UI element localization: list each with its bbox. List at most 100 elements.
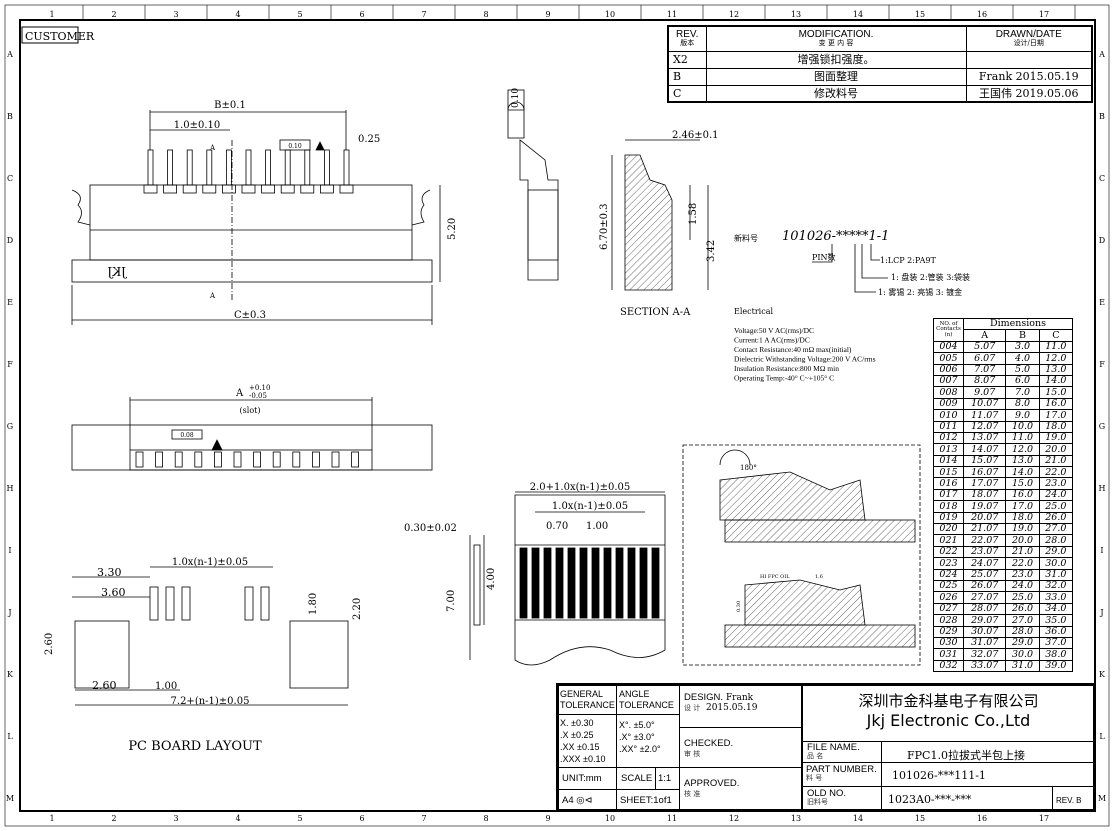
contacts-cell: 028 [933, 614, 964, 627]
dim-b-cell: 24.0 [1005, 579, 1040, 593]
fpc-finger [579, 547, 588, 619]
dim-c-cell: 13.0 [1038, 363, 1074, 376]
contacts-cell: 023 [933, 557, 964, 570]
grid-col-label: 8 [483, 814, 488, 823]
part-number-value: 101026-***111-1 [881, 762, 1095, 787]
contacts-cell: 029 [933, 625, 964, 638]
rev-code: B [667, 67, 707, 86]
fpc-finger [567, 547, 576, 619]
pin [343, 149, 350, 186]
pin [213, 451, 222, 468]
grid-col-label: 4 [235, 10, 240, 19]
rev-drawn: Frank 2015.05.19 [965, 67, 1093, 86]
pin [233, 451, 242, 468]
pcb-dim-3-60: 3.60 [101, 586, 126, 599]
fpc-finger [519, 547, 528, 619]
tolerance-line: .X ±0.25 [560, 730, 594, 740]
grid-row-label: D [1099, 236, 1105, 245]
electrical-spec-line: Contact Resistance:40 mΩ max(initial) [734, 345, 852, 354]
pcb-dim-2-20: 2.20 [352, 598, 363, 620]
dim-b-cell: 19.0 [1005, 523, 1040, 536]
grid-col-label: 11 [667, 10, 677, 19]
grid-row-label: F [1099, 360, 1105, 369]
contacts-cell: 027 [933, 602, 964, 616]
dim-b-cell: 27.0 [1005, 614, 1040, 627]
pcb-layout [72, 566, 349, 706]
fpc-finger-width: 0.70 [546, 521, 568, 532]
pin [155, 451, 164, 468]
pin [304, 149, 311, 186]
grid-col-label: 15 [915, 814, 925, 823]
design-label: DESIGN. [684, 692, 724, 703]
dim-c-cell: 29.0 [1038, 545, 1074, 559]
part-code-label: 新料号 [734, 233, 758, 243]
dim-a-cell: 26.07 [962, 579, 1007, 593]
contacts-cell: 019 [933, 511, 964, 525]
grid-col-label: 7 [421, 814, 426, 823]
fpc-finger [543, 547, 552, 619]
dim-c-cell: 38.0 [1038, 648, 1074, 661]
side-view [507, 89, 559, 281]
pin-foot [202, 184, 217, 194]
pin [272, 451, 281, 468]
grid-col-label: 2 [111, 10, 116, 19]
grid-row-label: G [1099, 422, 1105, 431]
pin [194, 451, 203, 468]
customer-label: CUSTOMER [25, 30, 95, 43]
tolerance-line: .XX° ±2.0° [619, 744, 661, 754]
fpc-pitch-total: 1.0x(n-1)±0.05 [552, 501, 628, 512]
grid-col-label: 13 [791, 814, 801, 823]
grid-row-label: G [7, 422, 13, 431]
dim-b-cell: 4.0 [1005, 352, 1040, 365]
title-block: GENERAL TOLERANCE ANGLE TOLERANCE X. ±0.… [556, 683, 1095, 811]
dim-a-cell: 8.07 [962, 374, 1007, 388]
contacts-cell: 032 [933, 659, 964, 673]
grid-row-label: J [1099, 608, 1103, 617]
contacts-cell: 016 [933, 477, 964, 490]
grid-row-label: K [1099, 670, 1106, 679]
grid-row-label: B [1099, 112, 1105, 121]
dim-b-cell: 14.0 [1005, 466, 1040, 479]
grid-col-label: 17 [1039, 814, 1049, 823]
fpc-pitch: 1.00 [586, 521, 608, 532]
contacts-cell: 022 [933, 545, 964, 559]
dim-a-cell: 12.07 [962, 420, 1007, 433]
grid-row-label: A [1098, 50, 1105, 59]
part-code-leaders [812, 244, 888, 293]
dim-b-cell: 8.0 [1005, 397, 1040, 411]
grid-row-label: B [7, 112, 13, 121]
file-name-label: FILE NAME. [807, 742, 860, 753]
fpc-finger [603, 547, 612, 619]
scale-label: SCALE [616, 767, 656, 790]
grid-col-label: 17 [1039, 10, 1049, 19]
grid-col-label: 6 [359, 814, 364, 823]
dim-c-cell: 35.0 [1038, 614, 1074, 627]
dim-a-cell: 9.07 [962, 386, 1007, 399]
company-name-en: Jkj Electronic Co.,Ltd [866, 711, 1031, 730]
contacts-cell: 010 [933, 409, 964, 422]
pin [147, 149, 154, 186]
electrical-spec-line: Voltage:50 V AC(rms)/DC [734, 326, 814, 335]
dim-c-cell: 19.0 [1038, 431, 1074, 445]
grid-row-label: H [7, 484, 14, 493]
dim-a-cell: 16.07 [962, 466, 1007, 479]
drawn-header: DRAWN/DATE [995, 29, 1062, 41]
dim-b-cell: 15.0 [1005, 477, 1040, 490]
dim-b-cell: 11.0 [1005, 431, 1040, 445]
dim-c-cell: 20.0 [1038, 443, 1074, 456]
part-code: 101026-*****1-1 [782, 229, 889, 244]
part-number-label-cn: 料 号 [806, 774, 823, 783]
